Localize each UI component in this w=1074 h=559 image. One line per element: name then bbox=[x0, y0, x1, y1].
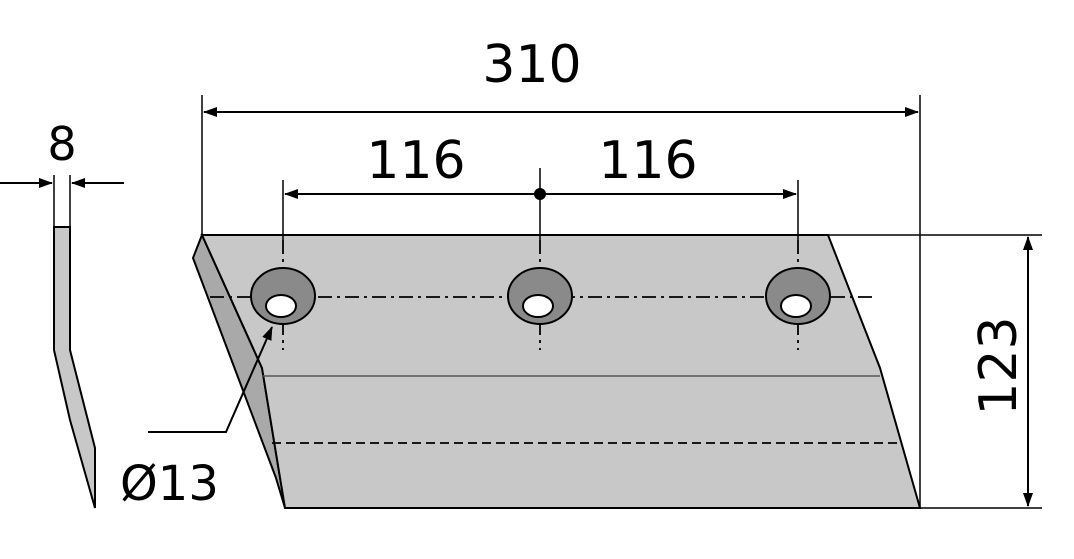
hole-left bbox=[250, 240, 316, 350]
blade-profile bbox=[53, 226, 96, 509]
height-dimension: 123 bbox=[828, 234, 1042, 509]
hole-diameter-label: Ø13 bbox=[120, 456, 219, 512]
hole-spacing-left-label: 116 bbox=[366, 131, 465, 191]
hole-middle bbox=[507, 240, 573, 350]
hole-diameter-callout: Ø13 bbox=[120, 326, 273, 512]
hole-spacing-right-label: 116 bbox=[598, 131, 697, 191]
overall-length-dimension: 310 bbox=[201, 35, 921, 508]
hole-right bbox=[765, 240, 831, 350]
height-label: 123 bbox=[969, 316, 1029, 415]
hole-spacing-dimension: 116 116 bbox=[282, 131, 799, 240]
thickness-label: 8 bbox=[47, 117, 76, 171]
side-profile-view: 8 bbox=[0, 117, 124, 509]
overall-length-label: 310 bbox=[482, 35, 581, 95]
